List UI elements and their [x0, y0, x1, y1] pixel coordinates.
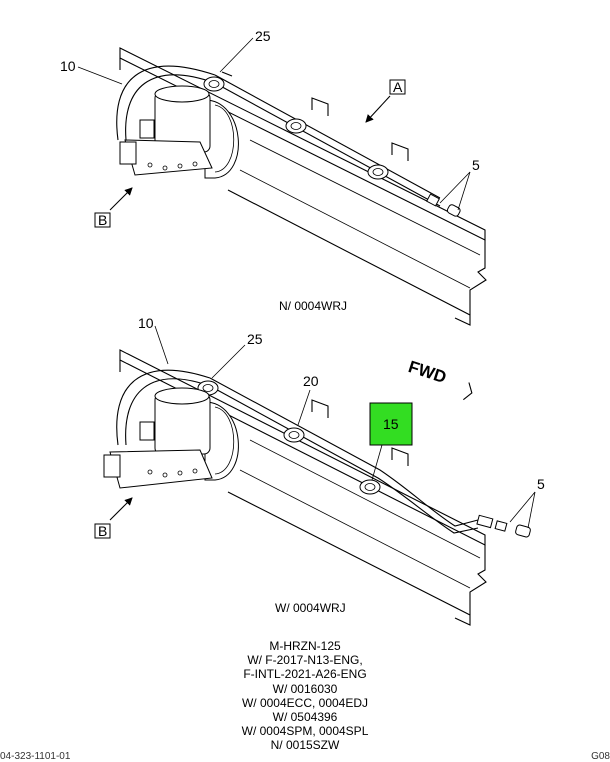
bottom-caption: W/ 0004WRJ	[275, 601, 346, 615]
bottom-leader-15	[371, 444, 383, 481]
top-clamp-25	[203, 71, 233, 92]
top-leader-5b	[457, 171, 471, 211]
bottom-callout-15: 15	[383, 416, 399, 432]
bottom-air-dryer	[103, 387, 239, 489]
top-callout-5: 5	[472, 157, 480, 173]
top-air-line	[116, 65, 441, 207]
note-line: F-INTL-2021-A26-ENG	[243, 667, 367, 682]
top-view-a-arrow	[365, 95, 391, 123]
top-caption: N/ 0004WRJ	[279, 299, 347, 313]
bottom-view-b-box	[94, 523, 111, 539]
bottom-view-b-arrow	[109, 497, 133, 521]
top-callout-10: 10	[60, 58, 76, 74]
applicability-notes: M-HRZN-125 W/ F-2017-N13-ENG, F-INTL-202…	[180, 639, 430, 753]
bottom-callout-20: 20	[303, 373, 319, 389]
fwd-arrow-icon	[463, 382, 473, 401]
top-frame-rail	[119, 47, 487, 326]
note-line: W/ 0004ECC, 0004EDJ	[241, 695, 369, 710]
top-view-a-box	[389, 79, 406, 95]
bottom-leader-25	[211, 344, 246, 379]
top-leader-5a	[439, 171, 471, 204]
bottom-leader-5a	[509, 491, 536, 523]
note-line: W/ 0504396	[272, 710, 338, 725]
top-clamp-rear	[367, 164, 389, 180]
bottom-fittings-5	[476, 514, 531, 538]
note-line: N/ 0015SZW	[270, 738, 340, 753]
bottom-callout-25: 25	[247, 331, 263, 347]
bottom-assembly-view: 10 25 20 15 5 FWD B W/ 0004WRJ	[94, 315, 545, 626]
note-line: W/ 0016030	[272, 681, 338, 696]
top-leader-10	[77, 66, 123, 85]
note-line: W/ 0004SPM, 0004SPL	[241, 724, 369, 739]
top-callout-25: 25	[255, 28, 271, 44]
bottom-leader-5b	[527, 491, 536, 529]
bottom-leader-20	[297, 389, 311, 426]
bottom-leader-10	[154, 325, 169, 365]
bottom-callout-10: 10	[138, 315, 154, 331]
fwd-label: FWD	[406, 357, 449, 387]
top-view-b-label: B	[98, 212, 107, 228]
bottom-callout-5: 5	[537, 476, 545, 492]
bottom-air-line	[116, 369, 479, 534]
top-assembly-view: 10 25 5 A B N/ 0004WRJ	[60, 28, 487, 326]
figure-id: 04-323-1101-01	[0, 751, 71, 762]
bottom-clamp-20	[283, 427, 305, 443]
top-clamp-mid	[285, 118, 307, 134]
top-view-b-box	[94, 212, 111, 228]
note-line: W/ F-2017-N13-ENG,	[247, 653, 363, 668]
bottom-view-b-label: B	[98, 523, 107, 539]
bottom-callout-15-highlight	[369, 402, 413, 446]
top-view-a-label: A	[393, 79, 403, 95]
section-code: G08	[591, 751, 610, 762]
top-air-dryer	[119, 85, 239, 179]
bottom-frame-rail	[119, 349, 487, 626]
note-line: M-HRZN-125	[269, 639, 341, 653]
top-view-b-arrow	[109, 187, 133, 211]
top-leader-25	[219, 37, 254, 73]
bottom-clamp-15	[359, 479, 381, 495]
top-fittings-5	[426, 193, 461, 217]
